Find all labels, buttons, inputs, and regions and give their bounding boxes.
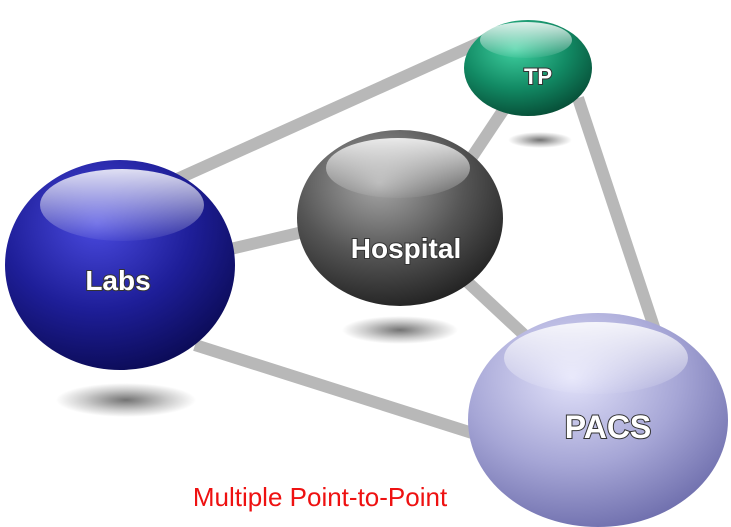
hospital-shadow <box>342 316 458 344</box>
hospital-highlight <box>326 138 470 198</box>
pacs-label: PACS <box>565 409 652 445</box>
node-hospital: Hospital <box>297 130 503 306</box>
diagram-caption: Multiple Point-to-Point <box>192 482 448 512</box>
connection-tp-pacs <box>572 96 661 332</box>
connection-labs-pacs <box>193 339 512 451</box>
labs-highlight <box>40 169 204 241</box>
tp-label: TP <box>524 64 552 89</box>
node-tp: TP <box>464 20 592 116</box>
pacs-highlight <box>504 322 688 394</box>
labs-shadow <box>56 383 196 417</box>
node-labs: Labs <box>5 160 235 370</box>
tp-shadow <box>508 132 572 148</box>
tp-highlight <box>480 22 572 58</box>
connection-labs-tp <box>172 32 493 186</box>
node-pacs: PACS <box>468 313 728 527</box>
hospital-label: Hospital <box>351 233 461 264</box>
labs-label: Labs <box>85 265 150 296</box>
